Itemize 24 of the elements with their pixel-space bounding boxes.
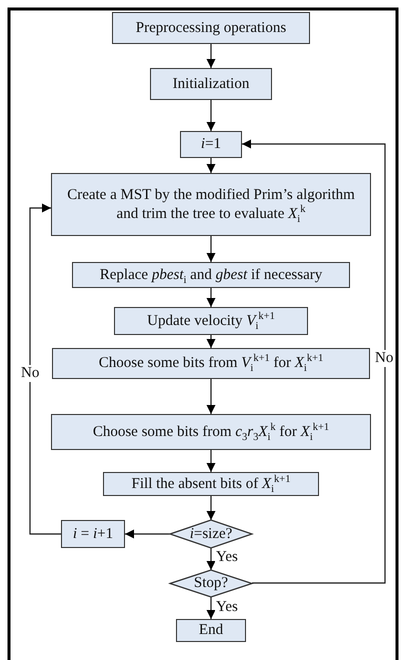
process-box: End xyxy=(176,619,246,642)
edge-label: No xyxy=(374,350,394,366)
arrow xyxy=(206,548,216,570)
arrow xyxy=(206,288,216,307)
arrow xyxy=(206,100,216,131)
arrow xyxy=(242,140,386,584)
arrow xyxy=(29,204,61,535)
arrow xyxy=(206,44,216,68)
arrow xyxy=(206,450,216,472)
decision-diamond: Stop? xyxy=(170,570,252,597)
arrow xyxy=(125,530,170,538)
process-box: Initialization xyxy=(150,68,272,100)
arrow xyxy=(206,496,216,520)
process-box: Replace pbest$_{i}$ and gbest if necessary xyxy=(72,262,350,288)
arrow xyxy=(206,597,216,619)
process-box: i=1 xyxy=(180,131,242,158)
process-box: Preprocessing operations xyxy=(112,12,310,44)
arrow xyxy=(206,236,216,262)
arrow xyxy=(206,158,216,173)
process-box: i = i+1 xyxy=(61,520,125,548)
arrow xyxy=(206,335,216,348)
edge-label: No xyxy=(20,365,40,382)
decision-diamond: i=size? xyxy=(170,520,252,548)
arrow xyxy=(206,379,216,414)
